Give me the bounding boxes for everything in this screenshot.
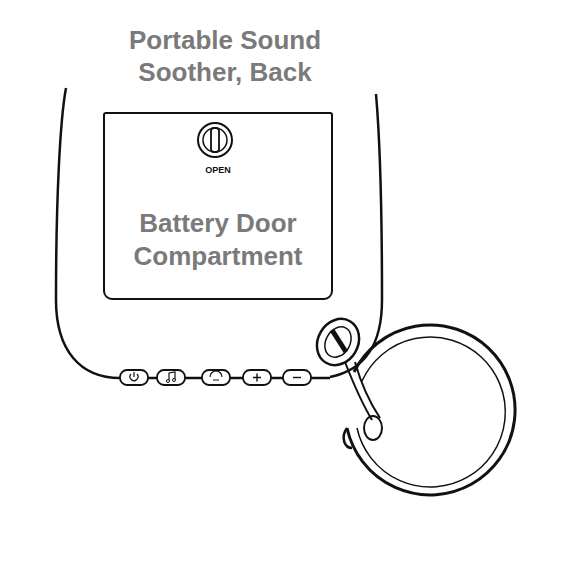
open-label: OPEN bbox=[105, 165, 331, 176]
open-knob bbox=[198, 123, 232, 157]
button-row bbox=[120, 370, 311, 385]
diagram-title: Portable Sound Soother, Back bbox=[95, 24, 355, 88]
door-label: Battery Door Compartment bbox=[105, 207, 331, 273]
carabiner-clip bbox=[309, 311, 515, 495]
housing-outline bbox=[56, 88, 120, 378]
housing-outline bbox=[330, 94, 382, 377]
battery-door: OPEN Battery Door Compartment bbox=[103, 112, 333, 300]
